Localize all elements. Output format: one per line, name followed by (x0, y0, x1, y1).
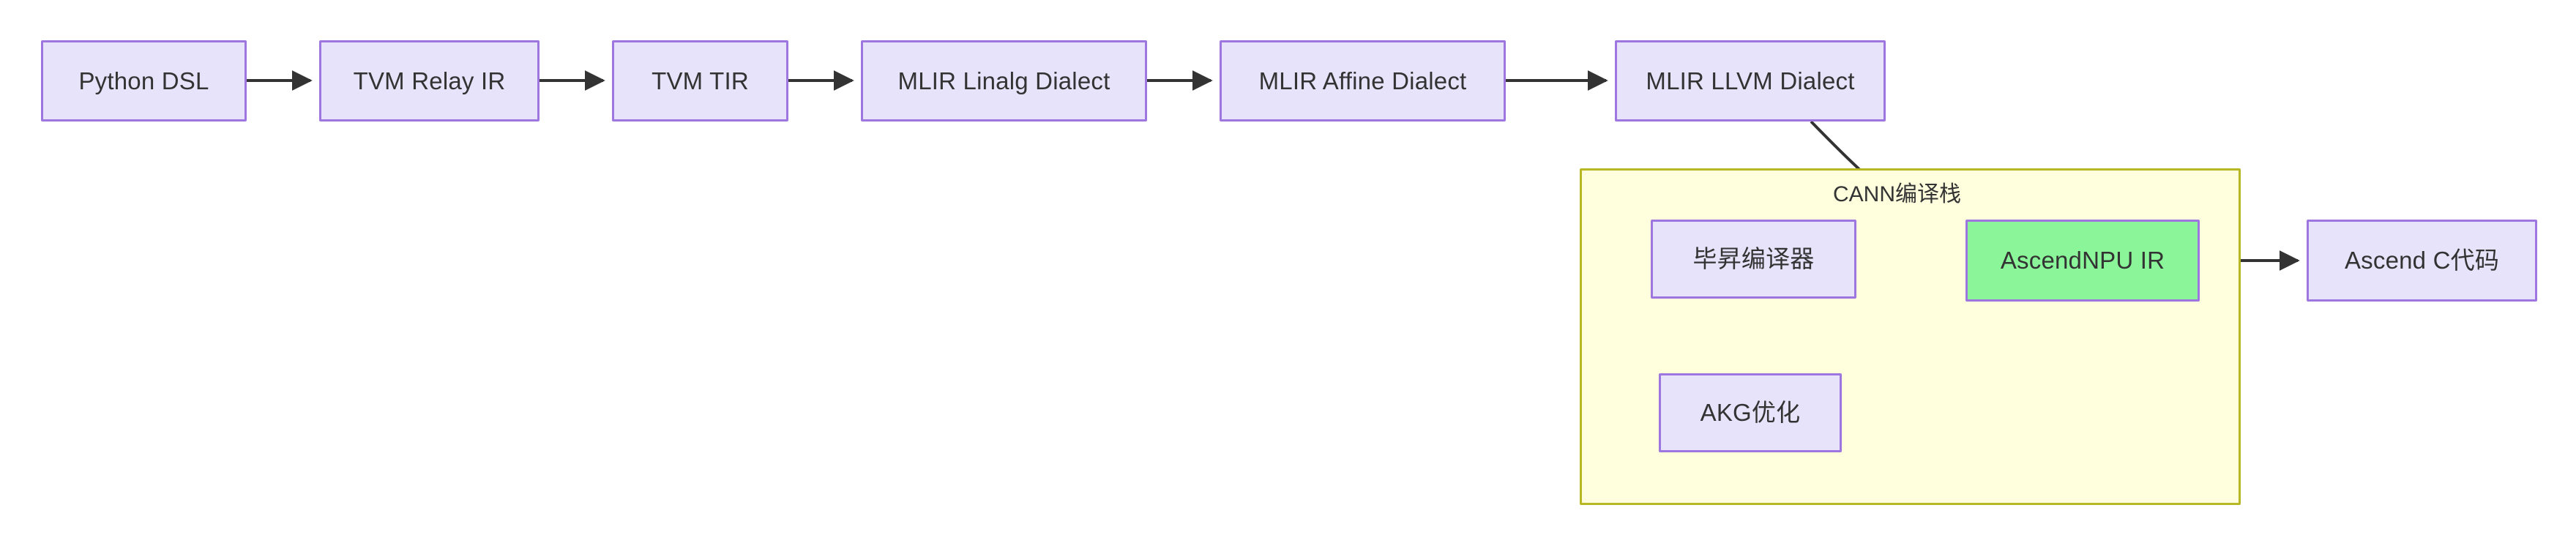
node-mlir-linalg-dialect[interactable]: MLIR Linalg Dialect (861, 40, 1147, 121)
node-python-dsl-label: Python DSL (78, 67, 209, 94)
node-akg-optimization[interactable]: AKG优化 (1659, 373, 1842, 452)
node-ascend-c-code[interactable]: Ascend C代码 (2307, 220, 2537, 302)
node-akg-optimization-label: AKG优化 (1700, 399, 1801, 427)
node-bisheng-compiler[interactable]: 毕昇编译器 (1651, 220, 1856, 299)
node-bisheng-compiler-label: 毕昇编译器 (1692, 245, 1815, 273)
node-tvm-relay-ir-label: TVM Relay IR (353, 67, 506, 94)
node-ascend-c-code-label: Ascend C代码 (2344, 247, 2500, 274)
node-tvm-tir[interactable]: TVM TIR (612, 40, 788, 121)
node-mlir-llvm-dialect-label: MLIR LLVM Dialect (1646, 67, 1855, 94)
node-mlir-affine-dialect-label: MLIR Affine Dialect (1258, 67, 1467, 94)
cluster-cann-stack (1580, 168, 2241, 505)
node-ascendnpu-ir-label: AscendNPU IR (2000, 247, 2165, 274)
node-mlir-linalg-dialect-label: MLIR Linalg Dialect (897, 67, 1110, 94)
node-python-dsl[interactable]: Python DSL (41, 40, 247, 121)
node-tvm-relay-ir[interactable]: TVM Relay IR (319, 40, 540, 121)
node-ascendnpu-ir[interactable]: AscendNPU IR (1965, 220, 2200, 302)
node-mlir-affine-dialect[interactable]: MLIR Affine Dialect (1220, 40, 1506, 121)
node-mlir-llvm-dialect[interactable]: MLIR LLVM Dialect (1615, 40, 1886, 121)
cluster-cann-stack-label: CANN编译栈 (1833, 182, 1962, 206)
node-tvm-tir-label: TVM TIR (652, 67, 749, 94)
